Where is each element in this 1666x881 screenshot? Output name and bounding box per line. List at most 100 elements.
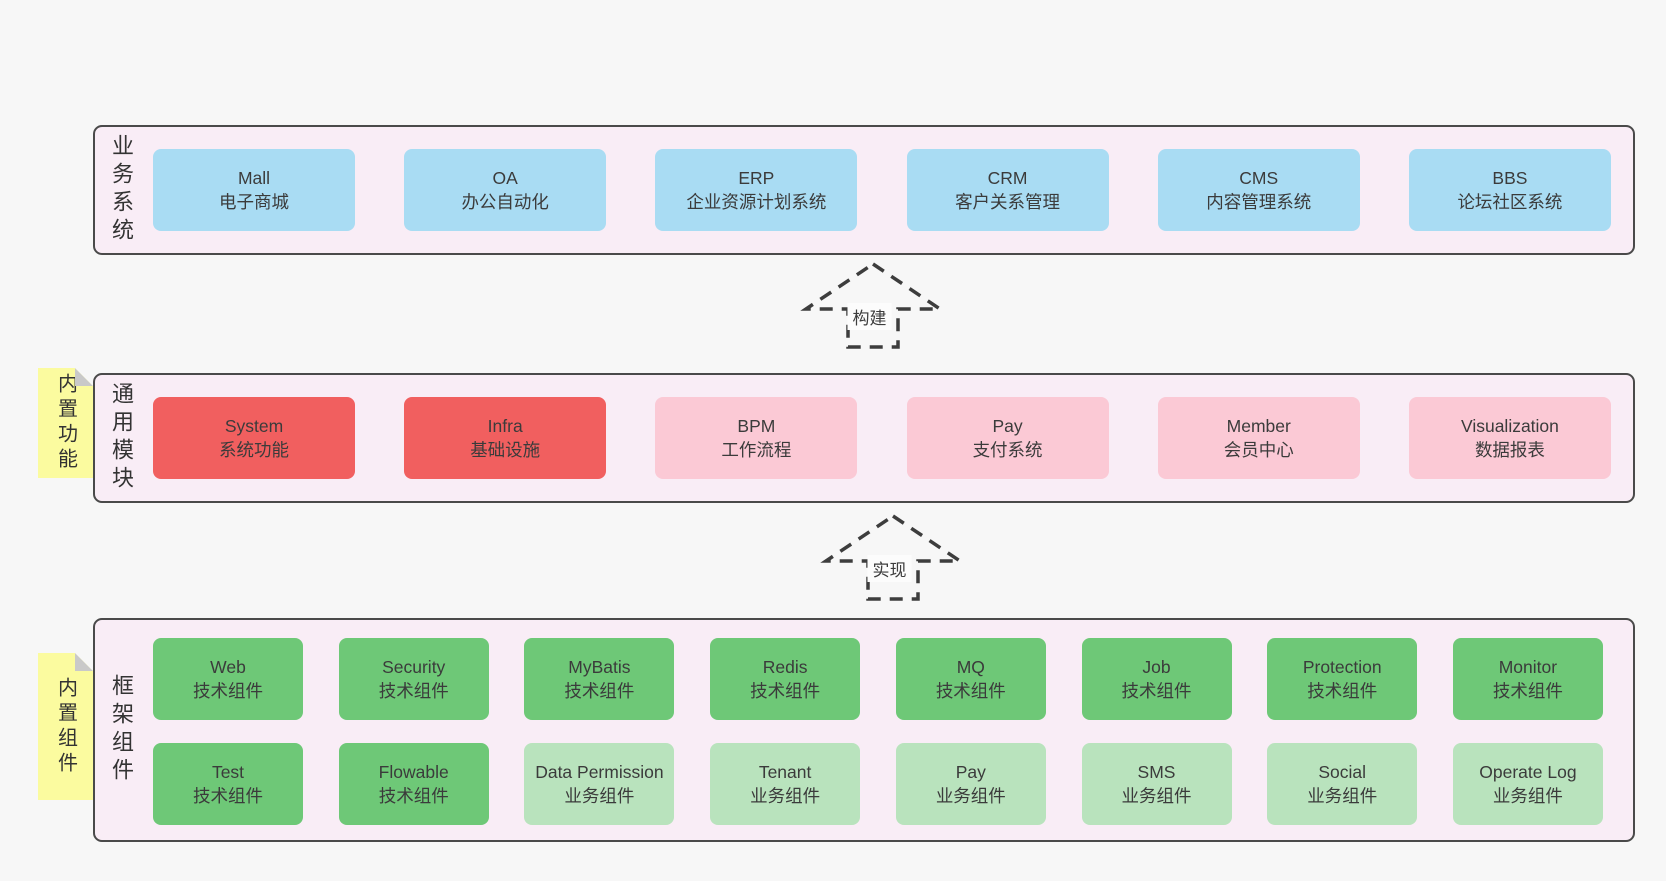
box-subtitle: 数据报表 bbox=[1474, 440, 1545, 460]
box-title: Operate Log bbox=[1479, 761, 1577, 782]
box-subtitle: 业务组件 bbox=[1492, 786, 1563, 806]
box-bbs: BBS 论坛社区系统 bbox=[1408, 149, 1611, 231]
build-arrow: 构建 bbox=[778, 259, 968, 351]
sticky-note-built-in-components: 内置组件 bbox=[38, 653, 93, 800]
box-title: BPM bbox=[737, 415, 776, 436]
box-title: Pay bbox=[992, 415, 1023, 436]
box-bpm: BPM 工作流程 bbox=[655, 397, 858, 479]
box-title: Pay bbox=[955, 761, 986, 782]
box-subtitle: 工作流程 bbox=[721, 440, 792, 460]
box-title: Monitor bbox=[1498, 656, 1558, 677]
sticky-fold-corner bbox=[75, 368, 93, 386]
box-subtitle: 技术组件 bbox=[193, 786, 263, 806]
box-subtitle: 论坛社区系统 bbox=[1457, 192, 1563, 212]
box-crm: CRM 客户关系管理 bbox=[906, 149, 1109, 231]
box-title: Mall bbox=[237, 167, 271, 188]
implement-arrow: 实现 bbox=[798, 511, 988, 603]
box-title: Flowable bbox=[378, 761, 449, 782]
box-title: CRM bbox=[987, 167, 1028, 188]
box-title: MQ bbox=[956, 656, 985, 677]
box-title: Protection bbox=[1302, 656, 1382, 677]
layer-common-modules: 通用模块 System 系统功能 Infra 基础设施 BPM 工作流程 Pay 支付系统 Me… bbox=[93, 373, 1635, 503]
box-subtitle: 技术组件 bbox=[378, 681, 449, 701]
box-subtitle: 客户关系管理 bbox=[955, 192, 1061, 212]
sticky-label: 内置功能 bbox=[54, 373, 77, 473]
box-subtitle: 企业资源计划系统 bbox=[686, 192, 827, 212]
box-subtitle: 会员中心 bbox=[1223, 440, 1294, 460]
layer-title-framework-components: 框架组件 bbox=[109, 674, 134, 786]
dashed-up-arrow-shape bbox=[820, 513, 966, 601]
box-subtitle: 支付系统 bbox=[972, 440, 1043, 460]
box-subtitle: 基础设施 bbox=[470, 440, 541, 460]
box-title: SMS bbox=[1137, 761, 1176, 782]
box-title: MyBatis bbox=[568, 656, 631, 677]
box-title: OA bbox=[492, 167, 518, 188]
box-infra: Infra 基础设施 bbox=[404, 397, 607, 479]
layer-title-common-modules: 通用模块 bbox=[109, 382, 134, 494]
box-subtitle: 技术组件 bbox=[935, 681, 1006, 701]
box-title: ERP bbox=[738, 167, 775, 188]
box-pay: Pay 业务组件 bbox=[895, 743, 1046, 825]
box-pay: Pay 支付系统 bbox=[906, 397, 1109, 479]
box-title: CMS bbox=[1239, 167, 1279, 188]
layer-title-business-systems: 业务系统 bbox=[109, 134, 134, 246]
box-subtitle: 技术组件 bbox=[1121, 681, 1192, 701]
box-protection: Protection 技术组件 bbox=[1267, 638, 1418, 720]
box-subtitle: 技术组件 bbox=[564, 681, 635, 701]
box-title: Member bbox=[1226, 415, 1291, 436]
box-security: Security 技术组件 bbox=[338, 638, 489, 720]
layer-business-systems: 业务系统 Mall 电子商城 OA 办公自动化 ERP 企业资源计划系统 CRM 客户关系管理… bbox=[93, 125, 1635, 255]
dashed-up-arrow-shape bbox=[800, 261, 946, 349]
implement-arrow-label: 实现 bbox=[867, 555, 912, 582]
box-subtitle: 技术组件 bbox=[1492, 681, 1563, 701]
box-erp: ERP 企业资源计划系统 bbox=[655, 149, 858, 231]
box-title: Social bbox=[1318, 761, 1367, 782]
box-social: Social 业务组件 bbox=[1267, 743, 1418, 825]
box-subtitle: 业务组件 bbox=[564, 786, 635, 806]
box-title: Web bbox=[210, 656, 246, 677]
box-redis: Redis 技术组件 bbox=[710, 638, 861, 720]
build-arrow-label: 构建 bbox=[847, 303, 892, 330]
box-subtitle: 技术组件 bbox=[1307, 681, 1378, 701]
box-data-permission: Data Permission 业务组件 bbox=[524, 743, 675, 825]
box-subtitle: 业务组件 bbox=[1307, 786, 1378, 806]
box-title: Infra bbox=[487, 415, 523, 436]
box-title: Visualization bbox=[1460, 415, 1559, 436]
box-visualization: Visualization 数据报表 bbox=[1408, 397, 1611, 479]
box-title: Tenant bbox=[758, 761, 812, 782]
box-tenant: Tenant 业务组件 bbox=[710, 743, 861, 825]
box-test: Test 技术组件 bbox=[153, 743, 303, 825]
box-subtitle: 办公自动化 bbox=[461, 192, 549, 212]
box-title: Security bbox=[382, 656, 446, 677]
box-title: System bbox=[224, 415, 284, 436]
box-subtitle: 内容管理系统 bbox=[1206, 192, 1312, 212]
box-title: Job bbox=[1142, 656, 1171, 677]
box-member: Member 会员中心 bbox=[1157, 397, 1360, 479]
box-title: Data Permission bbox=[535, 761, 664, 782]
box-cms: CMS 内容管理系统 bbox=[1157, 149, 1360, 231]
box-title: BBS bbox=[1492, 167, 1528, 188]
sticky-label: 内置组件 bbox=[54, 676, 77, 777]
box-subtitle: 系统功能 bbox=[219, 440, 289, 460]
box-title: Test bbox=[211, 761, 245, 782]
box-subtitle: 技术组件 bbox=[750, 681, 821, 701]
sticky-note-built-in-features: 内置功能 bbox=[38, 368, 93, 478]
box-subtitle: 技术组件 bbox=[378, 786, 449, 806]
box-flowable: Flowable 技术组件 bbox=[338, 743, 489, 825]
box-subtitle: 电子商城 bbox=[219, 192, 289, 212]
box-mq: MQ 技术组件 bbox=[895, 638, 1046, 720]
box-subtitle: 业务组件 bbox=[935, 786, 1006, 806]
box-title: Redis bbox=[762, 656, 808, 677]
sticky-fold-corner bbox=[75, 653, 93, 671]
box-operate-log: Operate Log 业务组件 bbox=[1452, 743, 1603, 825]
box-mybatis: MyBatis 技术组件 bbox=[524, 638, 675, 720]
box-oa: OA 办公自动化 bbox=[404, 149, 607, 231]
business-box-row: Mall 电子商城 OA 办公自动化 ERP 企业资源计划系统 CRM 客户关系管理 CMS 内容… bbox=[153, 149, 1611, 231]
box-subtitle: 业务组件 bbox=[750, 786, 821, 806]
